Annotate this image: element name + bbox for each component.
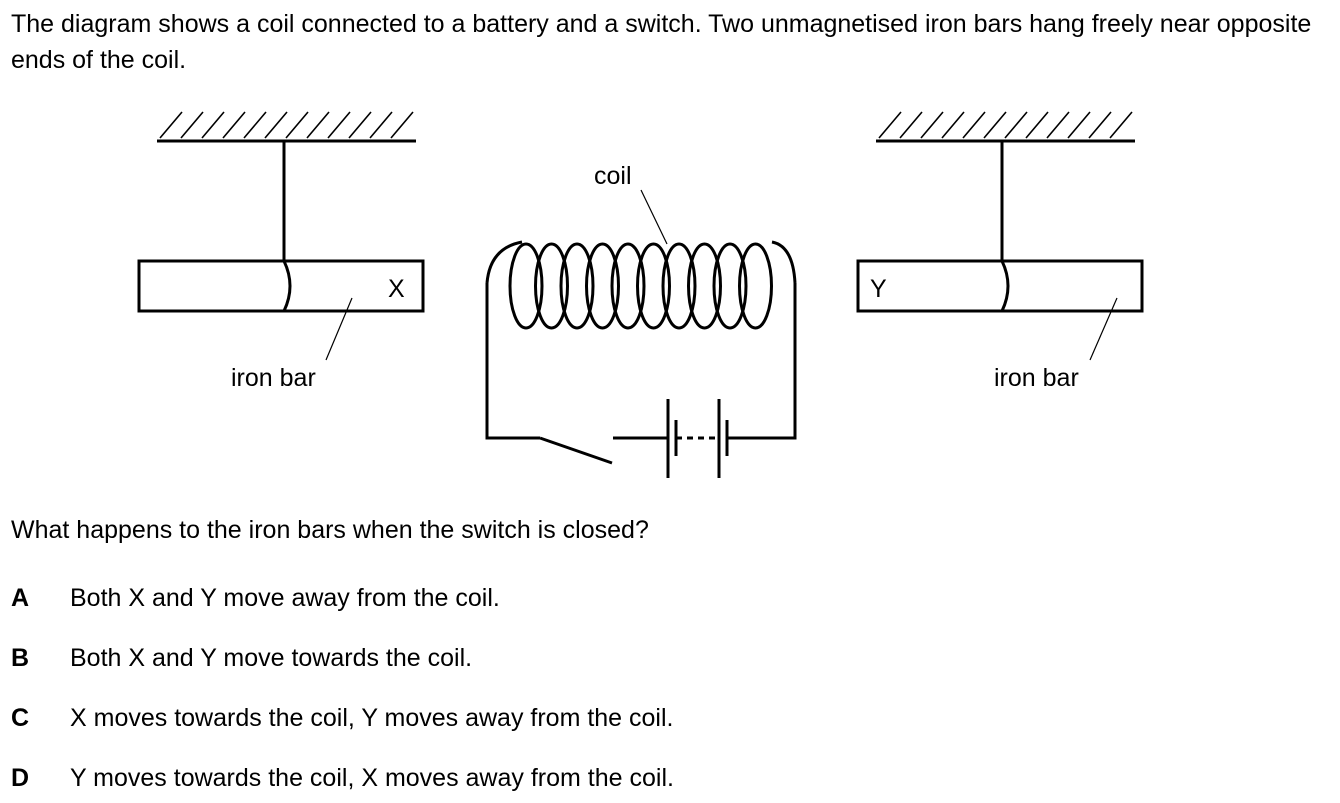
option-text: Both X and Y move away from the coil.	[70, 584, 500, 612]
hatch-mark	[264, 111, 288, 139]
hatch-mark	[201, 111, 225, 139]
hatch-mark	[1046, 111, 1070, 139]
intro-text: The diagram shows a coil connected to a …	[11, 10, 1312, 74]
hatch-mark	[941, 111, 965, 139]
bar-y-leader	[1089, 297, 1118, 361]
coil	[508, 242, 773, 330]
iron-bar-x: X	[137, 259, 425, 313]
battery	[613, 399, 729, 478]
hatch-mark	[348, 111, 372, 139]
coil-leader	[640, 189, 668, 245]
iron-bar-y: Y	[856, 259, 1144, 313]
coil-turn	[559, 242, 595, 330]
hatch-mark	[159, 111, 183, 139]
bar-x-letter: X	[388, 275, 405, 303]
bar-x-leader	[325, 297, 353, 361]
coil-turn	[687, 242, 722, 330]
coil-turn	[738, 242, 773, 330]
option-text: Both X and Y move towards the coil.	[70, 644, 473, 672]
option-letter: A	[11, 584, 30, 612]
hatch-mark	[1025, 111, 1049, 139]
hatch-mark	[920, 111, 944, 139]
right-support	[876, 111, 1135, 143]
option-letter: B	[11, 644, 30, 672]
coil-turn	[610, 242, 646, 330]
bar-y-letter: Y	[870, 275, 887, 303]
coil-turn	[508, 242, 544, 330]
coil-turn	[636, 242, 671, 330]
coil-turn	[712, 242, 748, 330]
hatch-mark	[878, 111, 902, 139]
bar-x-label: iron bar	[231, 364, 316, 392]
hatch-mark	[390, 111, 414, 139]
hatch-mark	[327, 111, 351, 139]
option-letter: C	[11, 704, 30, 732]
hatch-mark	[243, 111, 267, 139]
hatch-mark	[306, 111, 330, 139]
circuit-wires	[485, 240, 797, 440]
hatch-mark	[285, 111, 309, 139]
coil-turn	[534, 242, 569, 330]
coil-turn	[661, 242, 697, 330]
hatch-mark	[983, 111, 1007, 139]
coil-turn	[585, 242, 620, 330]
hatch-mark	[1004, 111, 1028, 139]
hatch-mark	[1109, 111, 1133, 139]
circuit-diagram: X iron bar coil Y iron bar	[137, 111, 1144, 478]
option-letter: D	[11, 764, 30, 792]
hatch-mark	[962, 111, 986, 139]
bar-y-label: iron bar	[994, 364, 1079, 392]
option-a[interactable]: A Both X and Y move away from the coil.	[11, 580, 500, 616]
hatch-mark	[180, 111, 204, 139]
question-text: What happens to the iron bars when the s…	[11, 516, 649, 544]
hatch-mark	[222, 111, 246, 139]
option-b[interactable]: B Both X and Y move towards the coil.	[11, 640, 472, 676]
option-text: X moves towards the coil, Y moves away f…	[70, 704, 674, 732]
option-d[interactable]: D Y moves towards the coil, X moves away…	[11, 760, 674, 796]
hatch-mark	[899, 111, 923, 139]
hatch-mark	[1088, 111, 1112, 139]
hatch-mark	[369, 111, 393, 139]
option-c[interactable]: C X moves towards the coil, Y moves away…	[11, 700, 674, 736]
coil-label: coil	[594, 162, 632, 190]
left-support	[157, 111, 416, 143]
hatch-mark	[1067, 111, 1091, 139]
option-text: Y moves towards the coil, X moves away f…	[70, 764, 674, 792]
switch-open[interactable]	[539, 436, 613, 465]
